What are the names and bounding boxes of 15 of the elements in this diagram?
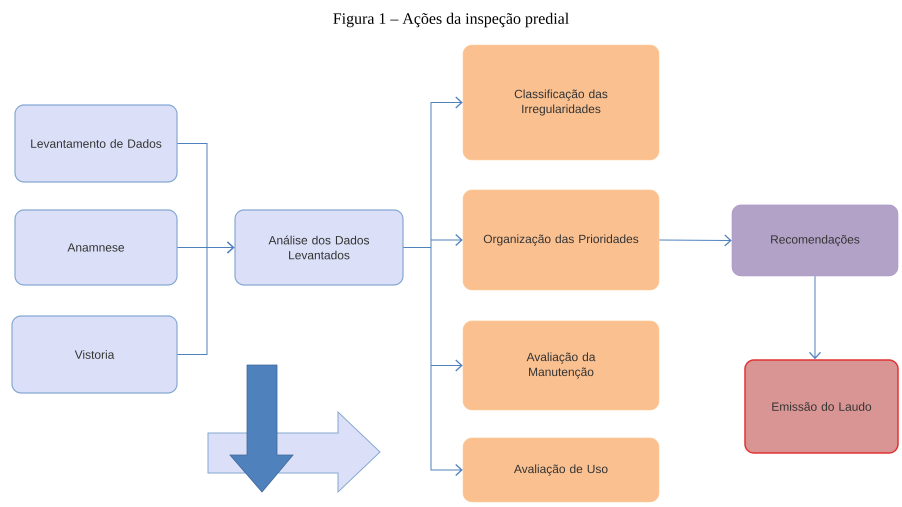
process-box: Anamnese bbox=[14, 209, 178, 286]
arrow bbox=[403, 246, 463, 476]
process-box: Emissão do Laudo bbox=[744, 359, 899, 454]
figure-title: Figura 1 – Ações da inspeção predial bbox=[333, 12, 569, 28]
process-box: Avaliação da Manutenção bbox=[462, 320, 660, 410]
process-box: Levantamento de Dados bbox=[14, 104, 178, 183]
arrow bbox=[809, 276, 821, 360]
process-box: Análise dos Dados Levantados bbox=[234, 209, 404, 286]
process-box: Organização das Prioridades bbox=[462, 190, 660, 290]
process-box: Vistoria bbox=[11, 315, 178, 394]
process-box: Classificação das Irregularidades bbox=[462, 44, 660, 160]
arrow bbox=[658, 234, 732, 246]
arrow bbox=[177, 242, 234, 355]
process-box: Avaliação de Uso bbox=[462, 438, 660, 502]
process-box: Recomendações bbox=[732, 204, 898, 276]
